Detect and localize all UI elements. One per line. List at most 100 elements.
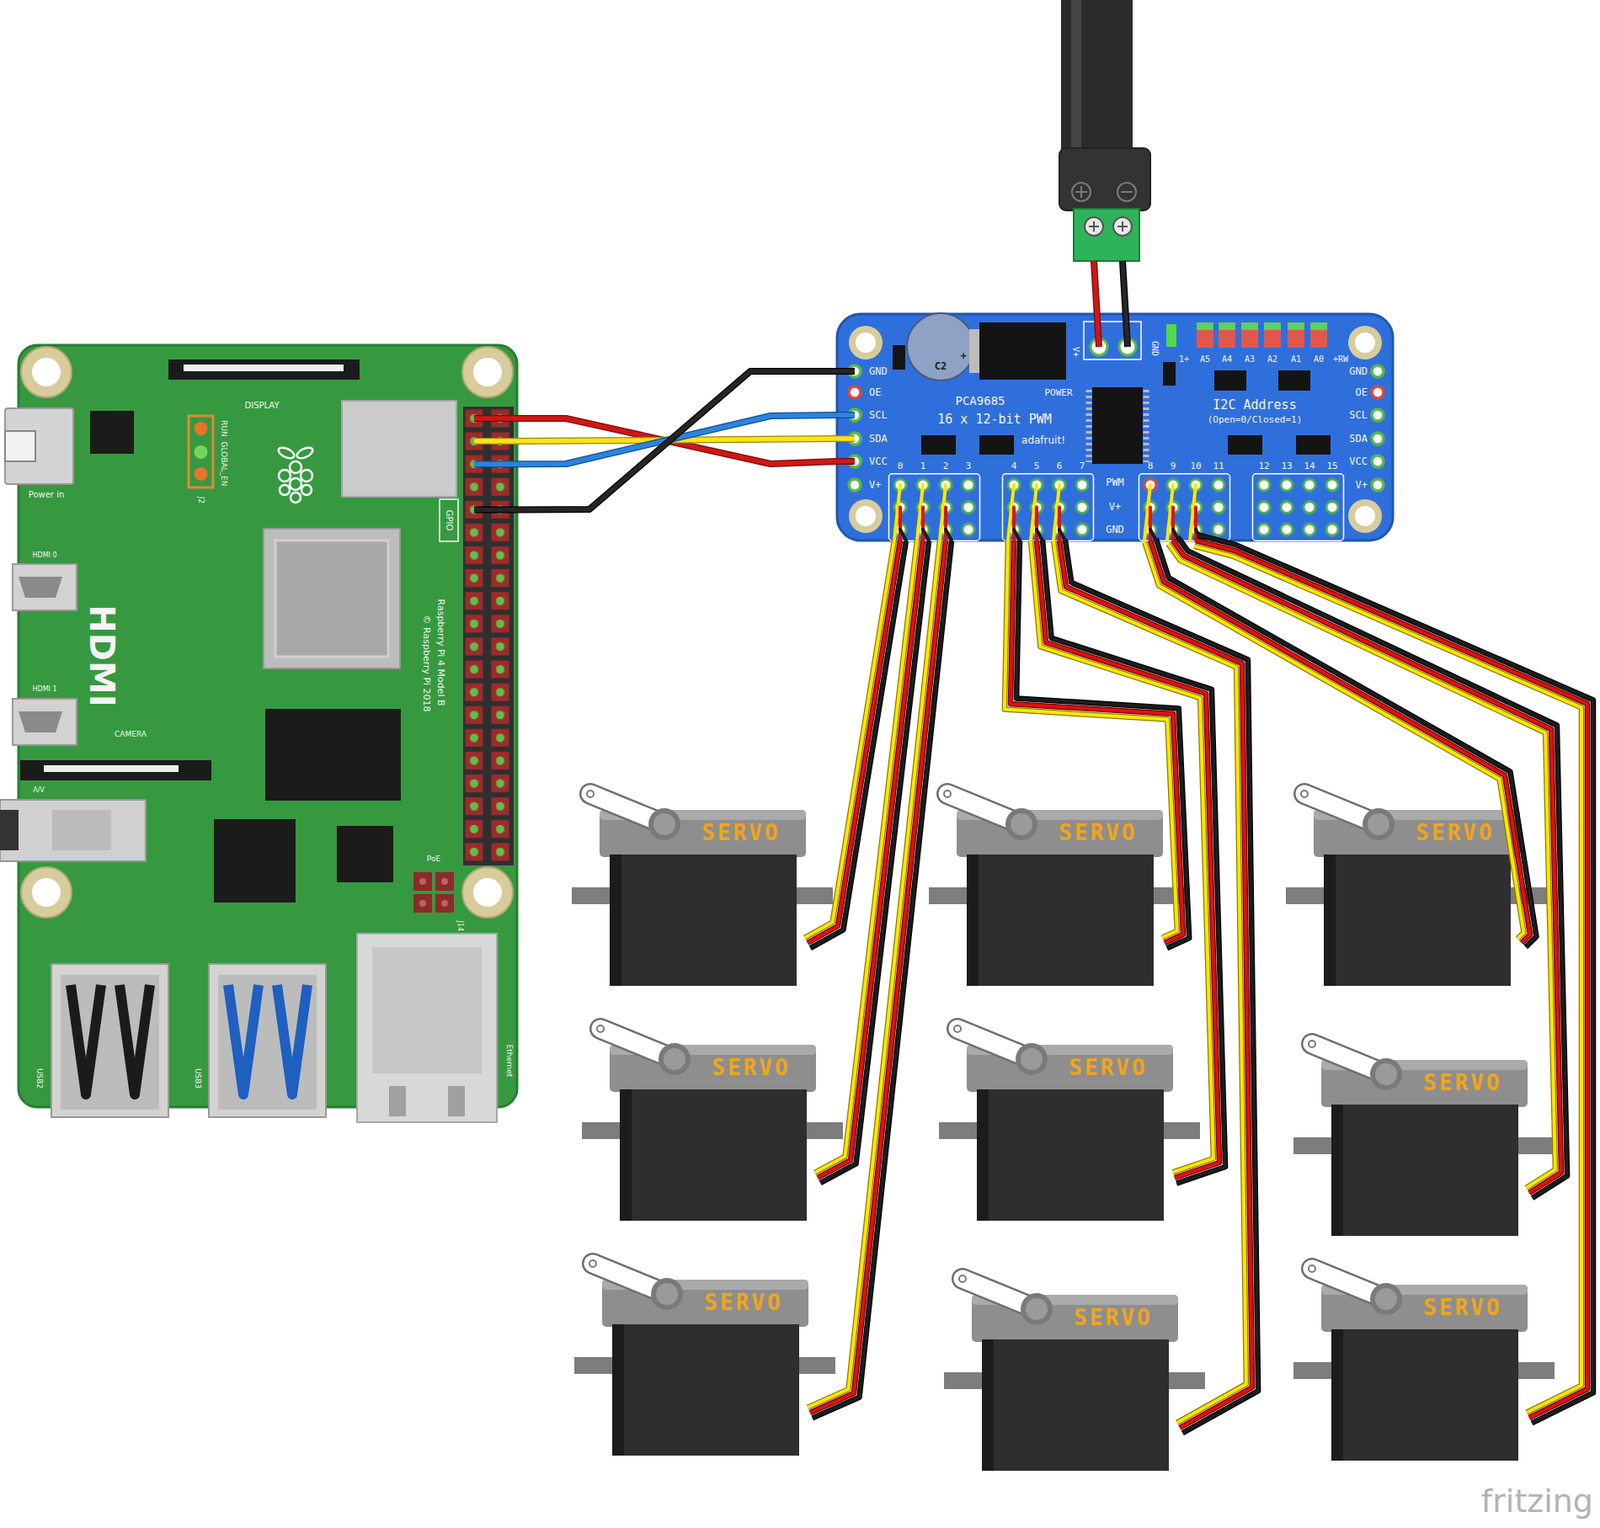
pin-label: 5 (1034, 461, 1040, 471)
pin-label: V+ (869, 480, 881, 491)
servo-motor: SERVO (1311, 805, 1522, 987)
pin-label: A3 (1244, 355, 1255, 364)
board-label: GPIO (444, 510, 454, 532)
wire-outline (1178, 537, 1568, 1199)
board-label: USB2 (35, 1068, 43, 1089)
pin-label: POWER (1044, 388, 1072, 398)
pin-label: 9 (1170, 461, 1177, 471)
wire-outline (517, 371, 838, 510)
servo-motor: SERVO (969, 1290, 1180, 1472)
wire-outline (1053, 541, 1247, 1424)
pin-label: 15 (1326, 461, 1338, 471)
servo-label: SERVO (704, 1291, 783, 1314)
wire (517, 415, 838, 464)
pin-label: 13 (1280, 461, 1292, 471)
wire-outline (1197, 534, 1594, 1424)
servo-cable (1168, 537, 1568, 1199)
servo-motor: SERVO (607, 1040, 818, 1222)
pin-label: OE (1355, 387, 1368, 398)
wire (517, 371, 838, 510)
pin-label: V+ (1355, 480, 1368, 491)
servo-label: SERVO (1423, 1072, 1502, 1094)
pin-label: (Open=0/Closed=1) (1207, 415, 1303, 425)
board-label: Raspberry Pi 4 Model B (436, 599, 446, 707)
board-label: J14 (456, 921, 464, 933)
board-label: RUN (219, 420, 228, 438)
pin-label: 0 (897, 461, 904, 471)
servo-label: SERVO (1073, 1306, 1152, 1329)
pin-label: VCC (869, 456, 888, 467)
servo-motor: SERVO (964, 1040, 1175, 1222)
wire (1059, 540, 1253, 1429)
pwm-board-art (837, 0, 1393, 541)
pin-label: 12 (1258, 461, 1270, 471)
pin-label: 1 (920, 461, 927, 471)
pin-label: I2C Address (1212, 399, 1296, 412)
board-label: A/V (32, 787, 45, 795)
pin-label: 7 (1079, 461, 1086, 471)
servo-label: SERVO (711, 1056, 790, 1079)
wire-outline (812, 541, 952, 1419)
servo-motor: SERVO (954, 805, 1165, 987)
board-label: GLOBAL_EN (219, 441, 228, 486)
pin-label: GND (869, 366, 888, 377)
pin-label: C2 (934, 361, 947, 372)
board-label: J2 (197, 496, 205, 504)
pin-label: PCA9685 (954, 394, 1005, 407)
servo-label: SERVO (1068, 1056, 1147, 1079)
pin-label: VCC (1349, 456, 1368, 467)
wire-outline (1065, 539, 1259, 1434)
servo-motor: SERVO (597, 805, 808, 987)
pin-label: 2 (943, 461, 950, 471)
wire (1197, 534, 1594, 1424)
raspberry-pi-board: Power inDISPLAYRUNGLOBAL_ENJ2GPIOHDMI 0H… (18, 345, 518, 1108)
pin-label: A4 (1221, 355, 1232, 364)
wire-outline (1059, 540, 1253, 1429)
servo-label: SERVO (1058, 821, 1137, 844)
servo-label: SERVO (1423, 1296, 1502, 1319)
board-label: Power in (28, 490, 65, 500)
pin-label: SDA (869, 433, 888, 444)
board-label: HDMI 0 (32, 552, 57, 560)
pin-label: SDA (1349, 433, 1368, 444)
board-label: HDMI (85, 604, 119, 707)
pin-label: V+ (1109, 501, 1121, 512)
servo-label: SERVO (1415, 821, 1494, 844)
pin-label: adafruit! (1021, 435, 1066, 446)
servo-label: SERVO (701, 821, 780, 844)
pin-label: 10 (1189, 461, 1201, 471)
pin-label: A2 (1267, 355, 1278, 364)
servo-cable (1053, 539, 1259, 1434)
i2c-wire (517, 371, 838, 510)
servo-motor: SERVO (1318, 1280, 1530, 1462)
pin-label: OE (869, 387, 881, 398)
wire (1030, 541, 1214, 1174)
wire (1053, 541, 1247, 1424)
pin-label: GND (1349, 366, 1368, 377)
wire (812, 541, 952, 1419)
pin-label: A0 (1313, 355, 1324, 364)
pin-label: A5 (1200, 355, 1211, 364)
pin-label: + (960, 351, 966, 362)
board-label: © Raspberry Pi 2018 (421, 615, 432, 713)
wire (1178, 537, 1568, 1199)
raspberry-pi-art (0, 345, 518, 1123)
pin-label: A1 (1290, 355, 1302, 364)
servo-art (571, 790, 1555, 1472)
pin-label: 14 (1303, 461, 1315, 471)
wire-outline (810, 540, 946, 1414)
pin-label: GND (1150, 341, 1159, 357)
wire-outline (517, 415, 838, 464)
board-label: CAMERA (114, 730, 147, 739)
pin-label: 16 x 12-bit PWM (937, 413, 1051, 427)
pin-label: V+ (1071, 346, 1080, 358)
watermark: fritzing (1481, 1485, 1594, 1518)
wire (810, 540, 946, 1414)
pin-label: SCL (869, 410, 888, 421)
pin-label: 1+ (1178, 355, 1190, 364)
pin-label: +RW (1333, 355, 1349, 364)
servo-motor: SERVO (1318, 1056, 1530, 1238)
pwm-driver-board: GND OE SCL SDA VCC V+ C2 + PCA9685 16 x 12-bit PW… (837, 314, 1393, 541)
